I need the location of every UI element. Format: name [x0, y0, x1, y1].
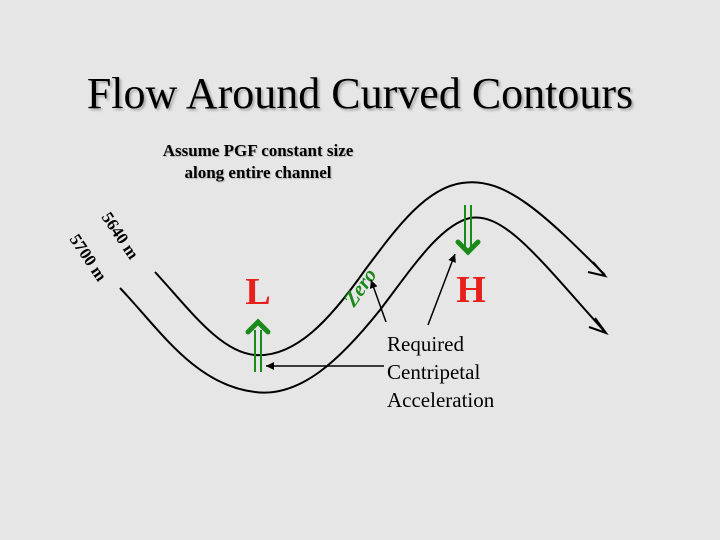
pointer-to-ridge-arrow	[427, 253, 456, 326]
high-pressure-label: H	[456, 269, 486, 311]
assumption-note-line-1: Assume PGF constant size	[162, 141, 354, 160]
centripetal-arrow-up	[245, 318, 271, 372]
contour-5640-arrowhead	[587, 261, 608, 278]
acceleration-label-line-3: Acceleration	[387, 388, 495, 412]
acceleration-label-line-2: Centripetal	[387, 360, 480, 384]
pointer-to-zero	[369, 279, 387, 323]
zero-label: Zero	[338, 264, 382, 312]
acceleration-label-line-1: Required	[387, 332, 464, 356]
slide-title: Flow Around Curved Contours	[86, 69, 634, 118]
assumption-note: Assume PGF constant size along entire ch…	[128, 140, 388, 184]
contour-line-5700	[119, 216, 606, 394]
low-pressure-label: L	[245, 271, 270, 313]
contour-label-5640: 5640 m	[98, 209, 143, 263]
centripetal-arrow-down	[455, 205, 481, 256]
contour-5700-arrowhead	[588, 317, 609, 336]
contour-line-5640	[154, 181, 606, 357]
assumption-note-line-2: along entire channel	[184, 163, 332, 182]
contour-label-5700: 5700 m	[66, 231, 111, 285]
